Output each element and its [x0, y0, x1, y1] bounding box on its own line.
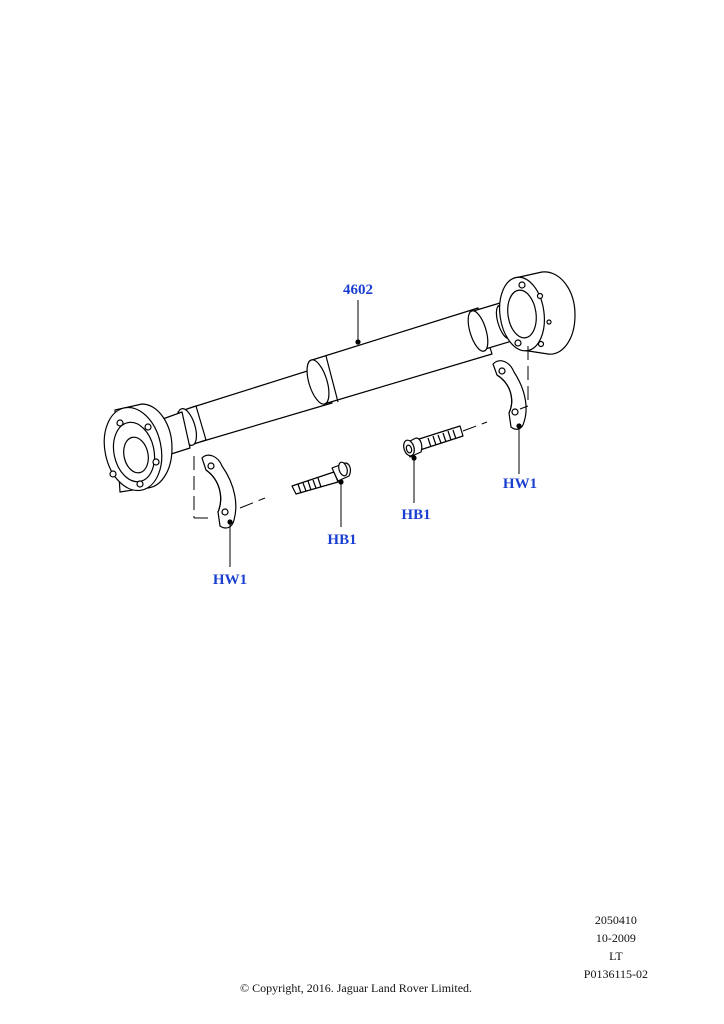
leader-lines: [229, 300, 520, 567]
left-flange: [103, 403, 173, 493]
reference-date: 10-2009: [595, 931, 636, 945]
callout-bolt-left[interactable]: HB1: [327, 532, 356, 548]
right-flange: [499, 271, 576, 355]
propeller-shaft: [103, 271, 576, 493]
copyright-notice: © Copyright, 2016. Jaguar Land Rover Lim…: [239, 981, 473, 995]
callout-shaft[interactable]: 4602: [343, 282, 373, 298]
illustration-id: P0136115-02: [583, 967, 648, 981]
left-washer-plate: [201, 454, 237, 529]
leader-dots: [227, 339, 522, 525]
shaft-center-tube: [311, 307, 493, 405]
callout-washer-left[interactable]: HW1: [213, 572, 247, 588]
right-bolt: [403, 425, 464, 458]
reference-variant: LT: [609, 949, 623, 963]
assembly-guide-lines: [193, 346, 529, 519]
reference-code: 2050410: [594, 913, 637, 927]
illustration-metadata: 2050410 10-2009 LT P0136115-02: [584, 911, 648, 983]
right-washer-plate: [492, 360, 527, 430]
callout-bolt-right[interactable]: HB1: [401, 507, 430, 523]
left-bolt: [291, 461, 351, 495]
callout-washer-right[interactable]: HW1: [503, 476, 537, 492]
shaft-center-tube-end: [306, 359, 330, 405]
